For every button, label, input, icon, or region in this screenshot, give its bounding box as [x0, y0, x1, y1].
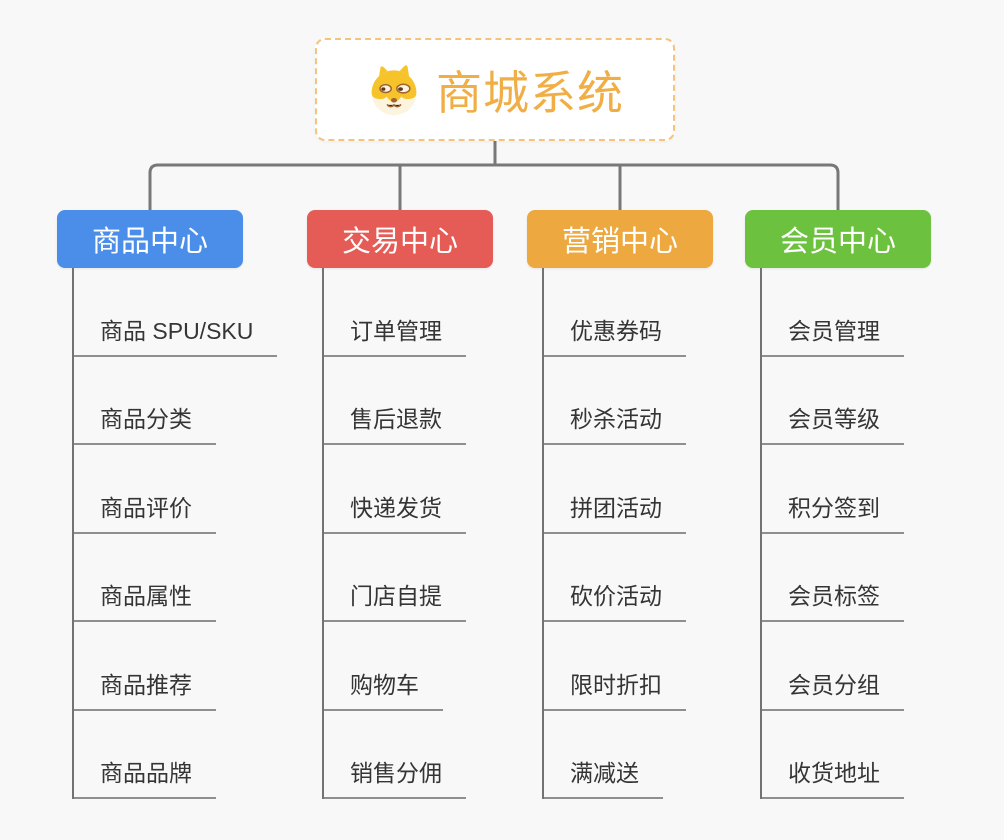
leaf-node: 订单管理	[324, 268, 493, 357]
leaf-node: 购物车	[324, 622, 493, 711]
leaf-node: 快递发货	[324, 445, 493, 534]
leaf-node: 会员分组	[762, 622, 931, 711]
branch-leaves: 订单管理 售后退款 快递发货 门店自提 购物车 销售分佣	[322, 268, 493, 799]
leaf-label[interactable]: 商品分类	[74, 400, 216, 445]
branch-label: 会员中心	[779, 226, 896, 258]
leaf-label[interactable]: 砍价活动	[544, 577, 686, 622]
leaf-label[interactable]: 会员标签	[762, 577, 904, 622]
leaf-label[interactable]: 门店自提	[324, 577, 466, 622]
root-node-mall-system[interactable]: 商城系统	[315, 38, 675, 141]
leaf-node: 销售分佣	[324, 711, 493, 799]
leaf-node: 商品品牌	[74, 711, 243, 799]
leaf-node: 会员标签	[762, 534, 931, 622]
branch-box-member-center[interactable]: 会员中心	[745, 210, 931, 268]
branch-box-trade-center[interactable]: 交易中心	[307, 210, 493, 268]
leaf-label[interactable]: 售后退款	[324, 400, 466, 445]
leaf-node: 满减送	[544, 711, 713, 799]
branch-leaves: 会员管理 会员等级 积分签到 会员标签 会员分组 收货地址	[760, 268, 931, 799]
branch-member-center: 会员中心 会员管理 会员等级 积分签到 会员标签 会员分组 收货地址	[745, 210, 931, 799]
leaf-label[interactable]: 拼团活动	[544, 489, 686, 534]
branch-marketing-center: 营销中心 优惠券码 秒杀活动 拼团活动 砍价活动 限时折扣 满减送	[527, 210, 713, 799]
leaf-node: 商品属性	[74, 534, 243, 622]
leaf-node: 积分签到	[762, 445, 931, 534]
leaf-label[interactable]: 商品 SPU/SKU	[74, 312, 278, 357]
branch-leaves: 商品 SPU/SKU 商品分类 商品评价 商品属性 商品推荐 商品品牌	[72, 268, 278, 799]
leaf-node: 限时折扣	[544, 622, 713, 711]
leaf-label[interactable]: 积分签到	[762, 489, 904, 534]
leaf-label[interactable]: 商品评价	[74, 489, 216, 534]
connector-lines	[148, 138, 840, 212]
leaf-label[interactable]: 订单管理	[324, 312, 466, 357]
leaf-label[interactable]: 购物车	[324, 666, 443, 711]
branch-box-marketing-center[interactable]: 营销中心	[527, 210, 713, 268]
branch-label: 商品中心	[91, 226, 208, 258]
branch-leaves: 优惠券码 秒杀活动 拼团活动 砍价活动 限时折扣 满减送	[542, 268, 713, 799]
leaf-label[interactable]: 会员等级	[762, 400, 904, 445]
leaf-label[interactable]: 会员分组	[762, 666, 904, 711]
leaf-node: 商品分类	[74, 357, 243, 445]
leaf-node: 会员等级	[762, 357, 931, 445]
leaf-node: 商品评价	[74, 445, 243, 534]
leaf-label[interactable]: 优惠券码	[544, 312, 686, 357]
leaf-label[interactable]: 商品品牌	[74, 754, 216, 799]
leaf-node: 拼团活动	[544, 445, 713, 534]
branch-trade-center: 交易中心 订单管理 售后退款 快递发货 门店自提 购物车 销售分佣	[307, 210, 493, 799]
leaf-node: 商品 SPU/SKU	[74, 268, 278, 357]
leaf-label[interactable]: 秒杀活动	[544, 400, 686, 445]
branch-product-center: 商品中心 商品 SPU/SKU 商品分类 商品评价 商品属性 商品推荐 商品品牌	[57, 210, 278, 799]
root-title: 商城系统	[436, 66, 624, 119]
leaf-node: 优惠券码	[544, 268, 713, 357]
shiba-dog-icon	[371, 64, 417, 115]
leaf-node: 商品推荐	[74, 622, 243, 711]
leaf-label[interactable]: 商品属性	[74, 577, 216, 622]
leaf-label[interactable]: 商品推荐	[74, 666, 216, 711]
branch-label: 交易中心	[341, 226, 458, 258]
leaf-label[interactable]: 会员管理	[762, 312, 904, 357]
branch-label: 营销中心	[561, 226, 678, 258]
leaf-node: 砍价活动	[544, 534, 713, 622]
leaf-label[interactable]: 满减送	[544, 754, 663, 799]
leaf-node: 收货地址	[762, 711, 931, 799]
leaf-node: 会员管理	[762, 268, 931, 357]
leaf-node: 秒杀活动	[544, 357, 713, 445]
leaf-node: 门店自提	[324, 534, 493, 622]
leaf-node: 售后退款	[324, 357, 493, 445]
leaf-label[interactable]: 销售分佣	[324, 754, 466, 799]
leaf-label[interactable]: 限时折扣	[544, 666, 686, 711]
leaf-label[interactable]: 收货地址	[762, 754, 904, 799]
leaf-label[interactable]: 快递发货	[324, 489, 466, 534]
branch-box-product-center[interactable]: 商品中心	[57, 210, 243, 268]
